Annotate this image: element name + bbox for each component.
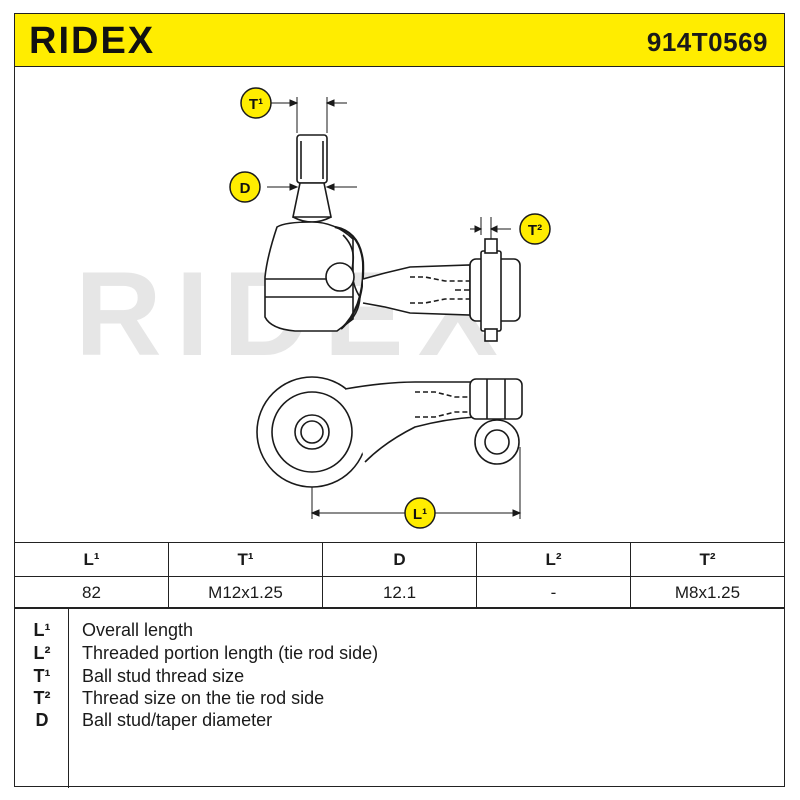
legend: L¹ Overall length L² Threaded portion le…: [14, 607, 785, 788]
specs-header-cell: T²: [630, 542, 785, 577]
legend-divider: [68, 608, 69, 788]
legend-text: Threaded portion length (tie rod side): [82, 643, 379, 663]
svg-text:D: D: [240, 180, 251, 197]
specs-value-cell: M8x1.25: [630, 576, 785, 609]
brand-text: RIDEX: [29, 20, 155, 60]
legend-item: D Ball stud/taper diameter: [14, 710, 785, 732]
callout-l1: L¹: [404, 497, 436, 529]
legend-symbol: L²: [33, 643, 51, 663]
legend-text: Ball stud thread size: [82, 666, 245, 686]
technical-drawing: RIDEX: [15, 67, 784, 542]
callout-d: D: [229, 171, 261, 203]
callout-t2: T²: [519, 213, 551, 245]
specs-value-cell: M12x1.25: [168, 576, 323, 609]
top-view: [256, 376, 523, 488]
legend-symbol: T¹: [33, 666, 51, 686]
svg-text:L¹: L¹: [413, 506, 427, 523]
header-bar: RIDEX 914T0569: [14, 13, 785, 67]
legend-symbol: T²: [33, 688, 51, 708]
specs-header-cell: T¹: [168, 542, 323, 577]
brand-logo: RIDEX: [29, 20, 199, 65]
legend-text: Thread size on the tie rod side: [82, 688, 325, 708]
specs-value-cell: 82: [14, 576, 169, 609]
specs-header-cell: L¹: [14, 542, 169, 577]
specs-header-cell: L²: [476, 542, 631, 577]
part-number: 914T0569: [646, 27, 768, 57]
specs-table: L¹ T¹ D L² T² 82 M12x1.25 12.1 - M8x1.25: [14, 542, 785, 609]
side-view: [264, 134, 521, 342]
specs-header-row: L¹ T¹ D L² T²: [14, 542, 785, 577]
svg-text:T²: T²: [528, 222, 542, 239]
legend-item: T² Thread size on the tie rod side: [14, 688, 785, 710]
legend-item: T¹ Ball stud thread size: [14, 666, 785, 688]
legend-item: L¹ Overall length: [14, 620, 785, 642]
legend-text: Overall length: [82, 620, 194, 640]
callout-t1: T¹: [240, 87, 272, 119]
specs-value-cell: 12.1: [322, 576, 477, 609]
legend-symbol: L¹: [33, 620, 51, 640]
specs-value-cell: -: [476, 576, 631, 609]
legend-symbol: D: [35, 710, 49, 730]
specs-value-row: 82 M12x1.25 12.1 - M8x1.25: [14, 576, 785, 609]
legend-item: L² Threaded portion length (tie rod side…: [14, 643, 785, 665]
svg-text:T¹: T¹: [249, 96, 263, 113]
specs-header-cell: D: [322, 542, 477, 577]
legend-text: Ball stud/taper diameter: [82, 710, 273, 730]
